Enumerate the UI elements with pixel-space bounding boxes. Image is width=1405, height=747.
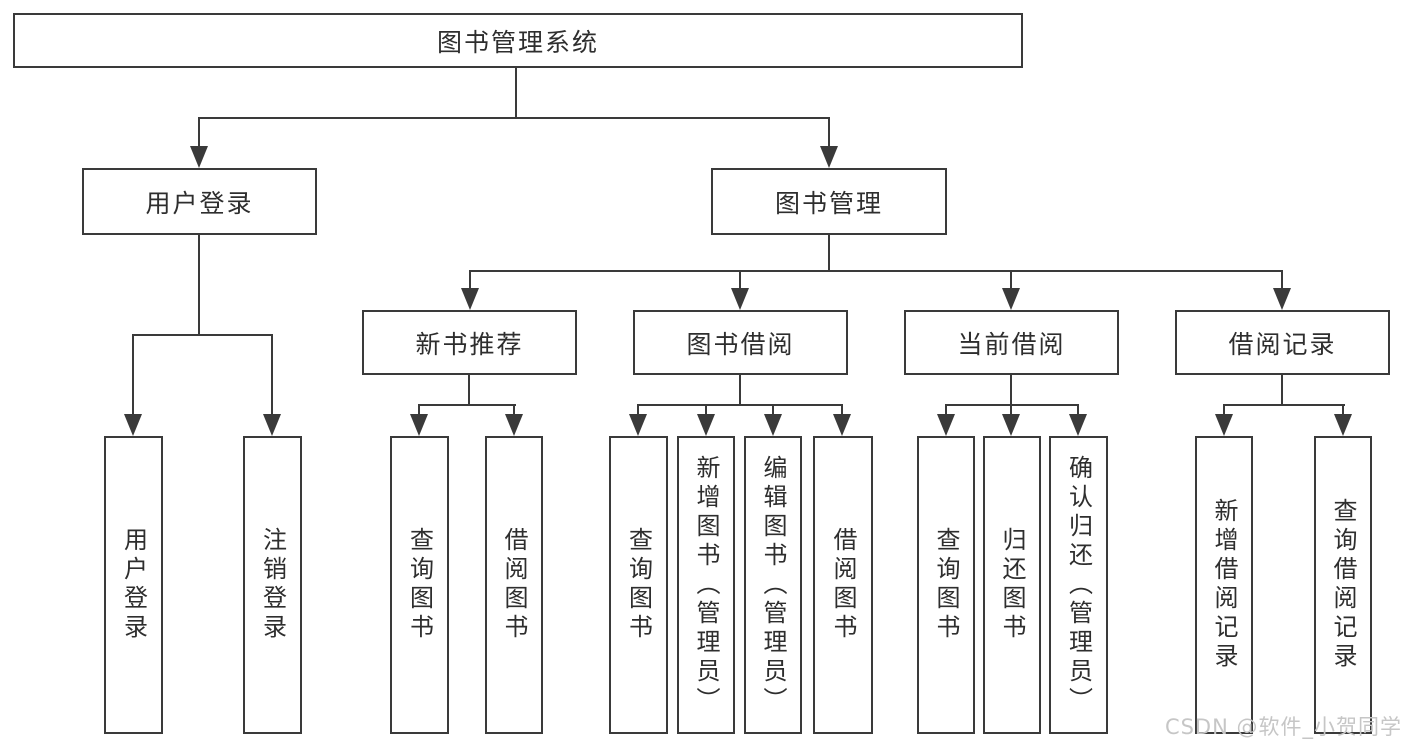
connector-line xyxy=(1010,375,1012,406)
connector-line xyxy=(945,404,1079,406)
node-label: 查询图书 xyxy=(932,527,960,643)
leaf-return-book: 归还图书 xyxy=(983,436,1041,734)
arrow-down-icon xyxy=(820,146,838,168)
arrow-down-icon xyxy=(263,414,281,436)
connector-line xyxy=(132,334,134,415)
node-label: 编辑图书（管理员） xyxy=(759,454,787,716)
arrow-down-icon xyxy=(1215,414,1233,436)
connector-line xyxy=(418,404,420,416)
arrow-down-icon xyxy=(731,288,749,310)
connector-line xyxy=(515,68,517,118)
connector-line xyxy=(1281,375,1283,406)
node-label: 查询图书 xyxy=(405,527,434,643)
node-label: 图书管理系统 xyxy=(436,27,599,57)
leaf-add-book-admin: 新增图书（管理员） xyxy=(677,436,735,734)
node-library-management-system: 图书管理系统 xyxy=(13,13,1023,68)
connector-line xyxy=(637,404,639,416)
node-label: 当前借阅 xyxy=(957,329,1066,359)
connector-line xyxy=(198,235,200,336)
node-label: 新增图书（管理员） xyxy=(692,454,720,716)
node-label: 借阅图书 xyxy=(500,527,528,643)
arrow-down-icon xyxy=(410,414,428,436)
arrow-down-icon xyxy=(629,414,647,436)
leaf-borrow-books-recommend: 借阅图书 xyxy=(485,436,543,734)
leaf-add-borrow-record: 新增借阅记录 xyxy=(1195,436,1253,734)
arrow-down-icon xyxy=(1002,414,1020,436)
node-label: 图书借阅 xyxy=(686,329,795,359)
arrow-down-icon xyxy=(833,414,851,436)
connector-line xyxy=(772,404,774,416)
node-label: 注销登录 xyxy=(258,527,287,643)
arrow-down-icon xyxy=(190,146,208,168)
connector-line xyxy=(1010,404,1012,416)
connector-line xyxy=(198,117,200,148)
leaf-confirm-return-admin: 确认归还（管理员） xyxy=(1049,436,1108,734)
connector-line xyxy=(469,270,471,290)
connector-line xyxy=(1281,270,1283,290)
watermark: CSDN @软件_小贺同学 xyxy=(1164,715,1402,739)
connector-line xyxy=(513,404,515,416)
arrow-down-icon xyxy=(937,414,955,436)
node-book-borrowing: 图书借阅 xyxy=(633,310,848,375)
connector-line xyxy=(828,235,830,272)
connector-line xyxy=(841,404,843,416)
connector-line xyxy=(945,404,947,416)
leaf-edit-book-admin: 编辑图书（管理员） xyxy=(744,436,802,734)
connector-line xyxy=(271,334,273,415)
node-label: 借阅记录 xyxy=(1228,329,1337,359)
node-new-book-recommend: 新书推荐 xyxy=(362,310,577,375)
connector-line xyxy=(468,375,470,406)
connector-line xyxy=(132,334,273,336)
leaf-query-borrow-record: 查询借阅记录 xyxy=(1314,436,1372,734)
node-book-management: 图书管理 xyxy=(711,168,947,235)
node-label: 归还图书 xyxy=(998,527,1026,643)
arrow-down-icon xyxy=(1273,288,1291,310)
node-label: 用户登录 xyxy=(145,188,254,218)
connector-line xyxy=(637,404,843,406)
node-label: 借阅图书 xyxy=(829,527,857,643)
arrow-down-icon xyxy=(1334,414,1352,436)
connector-line xyxy=(198,117,830,119)
node-label: 图书管理 xyxy=(774,188,883,218)
leaf-logout: 注销登录 xyxy=(243,436,302,734)
arrow-down-icon xyxy=(461,288,479,310)
arrow-down-icon xyxy=(697,414,715,436)
connector-line xyxy=(1223,404,1345,406)
arrow-down-icon xyxy=(505,414,523,436)
leaf-query-books-borrow: 查询图书 xyxy=(609,436,668,734)
connector-line xyxy=(739,375,741,406)
node-user-login: 用户登录 xyxy=(82,168,317,235)
node-label: 新增借阅记录 xyxy=(1210,498,1238,672)
arrow-down-icon xyxy=(124,414,142,436)
arrow-down-icon xyxy=(764,414,782,436)
node-label: 查询图书 xyxy=(624,527,653,643)
connector-line xyxy=(469,270,1283,272)
leaf-borrow-books: 借阅图书 xyxy=(813,436,873,734)
connector-line xyxy=(1223,404,1225,416)
connector-line xyxy=(418,404,516,406)
node-borrow-records: 借阅记录 xyxy=(1175,310,1390,375)
leaf-user-login: 用户登录 xyxy=(104,436,163,734)
connector-line xyxy=(739,270,741,290)
leaf-query-books-recommend: 查询图书 xyxy=(390,436,449,734)
connector-line xyxy=(1342,404,1344,416)
connector-line xyxy=(705,404,707,416)
connector-line xyxy=(1077,404,1079,416)
node-label: 新书推荐 xyxy=(415,329,524,359)
connector-line xyxy=(828,117,830,148)
node-label: 用户登录 xyxy=(119,527,148,643)
node-current-borrowing: 当前借阅 xyxy=(904,310,1119,375)
arrow-down-icon xyxy=(1069,414,1087,436)
node-label: 确认归还（管理员） xyxy=(1064,454,1093,716)
node-label: 查询借阅记录 xyxy=(1329,498,1357,672)
leaf-query-books-current: 查询图书 xyxy=(917,436,975,734)
arrow-down-icon xyxy=(1002,288,1020,310)
connector-line xyxy=(1010,270,1012,290)
